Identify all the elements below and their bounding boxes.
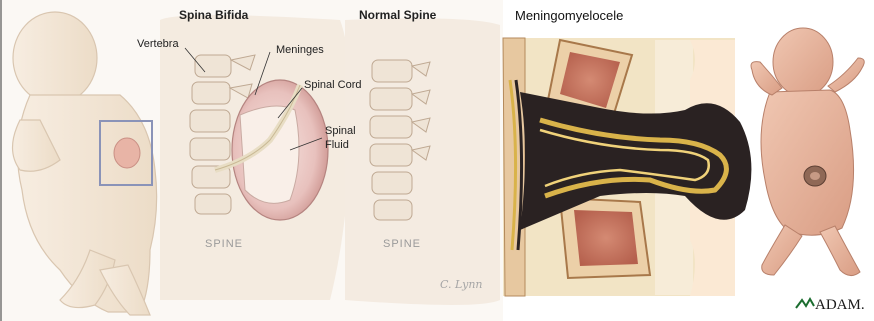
normal-spine-title: Normal Spine <box>359 9 436 22</box>
adam-credit: ADAM. <box>815 299 865 312</box>
spinal-fluid-label-line1: Spinal <box>325 125 356 138</box>
spinal-fluid-label-line2: Fluid <box>325 139 349 152</box>
cross-section-illustration <box>503 38 751 296</box>
vertebra-label: Vertebra <box>137 38 179 51</box>
spine-label-left: SPINE <box>205 238 243 251</box>
meningomyelocele-title: Meningomyelocele <box>515 9 623 22</box>
artist-signature: C. Lynn <box>440 278 483 291</box>
spinal-cord-label: Spinal Cord <box>304 79 361 92</box>
meninges-label: Meninges <box>276 44 324 57</box>
spine-label-right: SPINE <box>383 238 421 251</box>
spina-bifida-title: Spina Bifida <box>179 9 248 22</box>
